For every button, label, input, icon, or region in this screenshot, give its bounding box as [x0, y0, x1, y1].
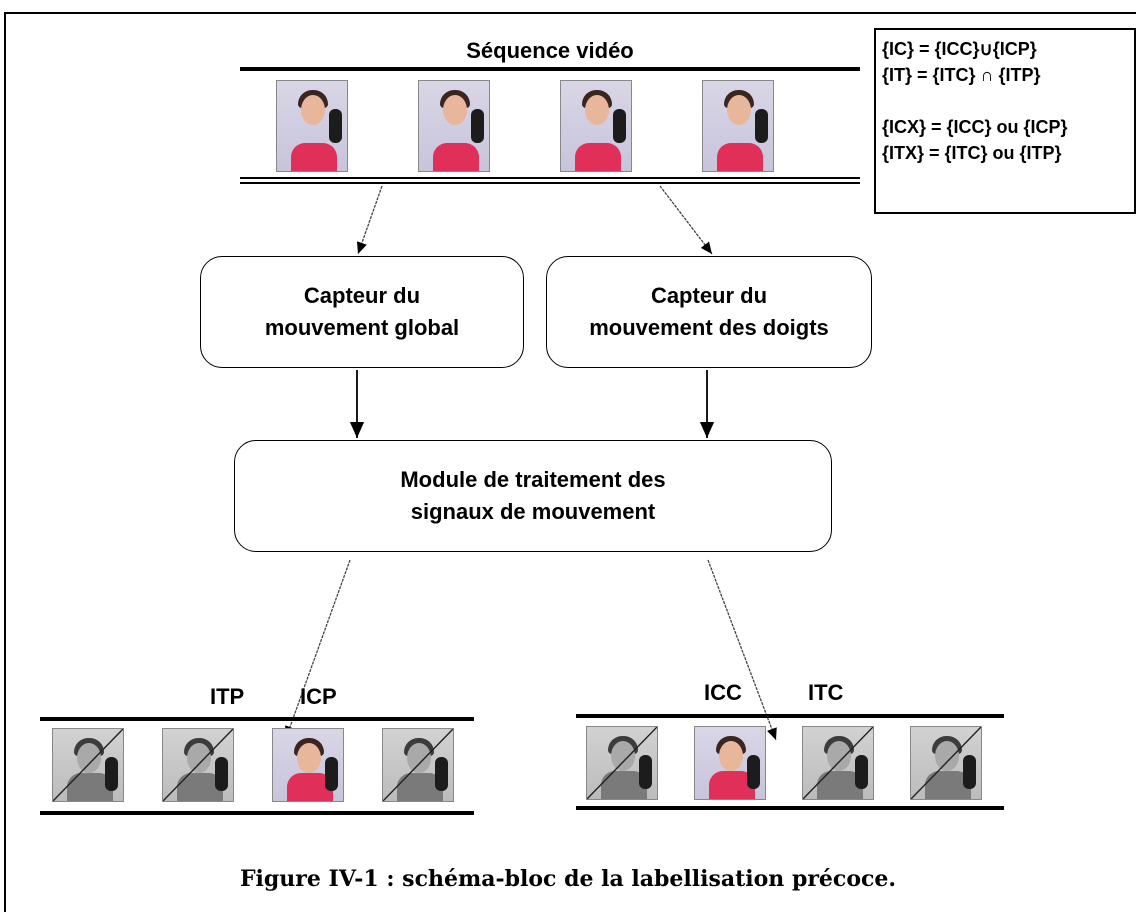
block-line: mouvement des doigts — [589, 315, 829, 340]
video-frame-thumbnail — [560, 80, 632, 172]
right-strip-line-lower — [576, 806, 1004, 810]
frame-head — [77, 743, 101, 773]
block-line: signaux de mouvement — [410, 499, 656, 524]
legend-line: {IC} = {ICC}∪{ICP} — [882, 39, 1037, 59]
rejected-frame-thumbnail — [162, 728, 234, 802]
label-itc: ITC — [808, 680, 844, 705]
strike-through-line — [163, 729, 233, 801]
frame-head — [935, 741, 959, 771]
label-icc: ICC — [704, 680, 742, 705]
frame-head — [297, 743, 321, 773]
frame-glove — [639, 755, 652, 789]
right-strip-line-upper — [576, 714, 1004, 718]
video-frame-thumbnail — [418, 80, 490, 172]
block-line: Capteur du — [303, 283, 421, 308]
video-frame-thumbnail — [276, 80, 348, 172]
frame-body — [717, 143, 763, 171]
frame-head — [827, 741, 851, 771]
left-strip-line-upper — [40, 717, 474, 721]
block-line: mouvement global — [264, 315, 460, 340]
frame-glove — [471, 109, 484, 143]
rejected-frame-thumbnail — [382, 728, 454, 802]
frame-glove — [435, 757, 448, 791]
left-strip-line-lower — [40, 811, 474, 815]
top-strip-line-lower1 — [240, 177, 860, 179]
figure-caption: Figure IV-1 : schéma-bloc de la labellis… — [239, 866, 897, 892]
legend-box: {IC} = {ICC}∪{ICP} {IT} = {ITC} ∩ {ITP} … — [874, 28, 1136, 214]
frame-head — [727, 95, 751, 125]
video-frame-thumbnail — [702, 80, 774, 172]
arrow-input-to-global — [356, 185, 383, 255]
arrow-module-to-left — [285, 559, 351, 739]
block-line: Module de traitement des — [400, 467, 666, 492]
frame-head — [719, 741, 743, 771]
strike-through-line — [587, 727, 657, 799]
arrow-module-to-right — [707, 559, 777, 741]
rejected-frame-thumbnail — [52, 728, 124, 802]
frame-body — [433, 143, 479, 171]
frame-glove — [963, 755, 976, 789]
frame-body — [575, 143, 621, 171]
legend-line: {ITX} = {ITC} ou {ITP} — [882, 143, 1062, 163]
frame-glove — [613, 109, 626, 143]
video-frame-thumbnail — [272, 728, 344, 802]
frame-head — [585, 95, 609, 125]
arrow-input-to-fingers — [659, 185, 713, 255]
label-itp: ITP — [210, 684, 245, 709]
top-strip-line-upper — [240, 67, 860, 71]
frame-head — [611, 741, 635, 771]
label-icp: ICP — [300, 684, 337, 709]
frame-glove — [105, 757, 118, 791]
processing-module-block: Module de traitement des signaux de mouv… — [234, 440, 832, 552]
strike-through-line — [383, 729, 453, 801]
rejected-frame-thumbnail — [910, 726, 982, 800]
rejected-frame-thumbnail — [802, 726, 874, 800]
strike-through-line — [53, 729, 123, 801]
video-frame-thumbnail — [694, 726, 766, 800]
frame-glove — [747, 755, 760, 789]
rejected-frame-thumbnail — [586, 726, 658, 800]
legend-line: {IT} = {ITC} ∩ {ITP} — [882, 65, 1041, 85]
strike-through-line — [911, 727, 981, 799]
frame-glove — [329, 109, 342, 143]
global-motion-sensor-block: Capteur du mouvement global — [200, 256, 524, 368]
frame-body — [291, 143, 337, 171]
strike-through-line — [803, 727, 873, 799]
figure-frame — [4, 12, 1136, 912]
frame-glove — [325, 757, 338, 791]
top-strip-line-lower2 — [240, 182, 860, 184]
block-line: Capteur du — [650, 283, 768, 308]
frame-head — [187, 743, 211, 773]
sequence-title: Séquence vidéo — [466, 38, 634, 63]
frame-head — [443, 95, 467, 125]
frame-head — [407, 743, 431, 773]
frame-glove — [755, 109, 768, 143]
frame-head — [301, 95, 325, 125]
legend-line: {ICX} = {ICC} ou {ICP} — [882, 117, 1068, 137]
frame-glove — [215, 757, 228, 791]
frame-glove — [855, 755, 868, 789]
finger-motion-sensor-block: Capteur du mouvement des doigts — [546, 256, 872, 368]
